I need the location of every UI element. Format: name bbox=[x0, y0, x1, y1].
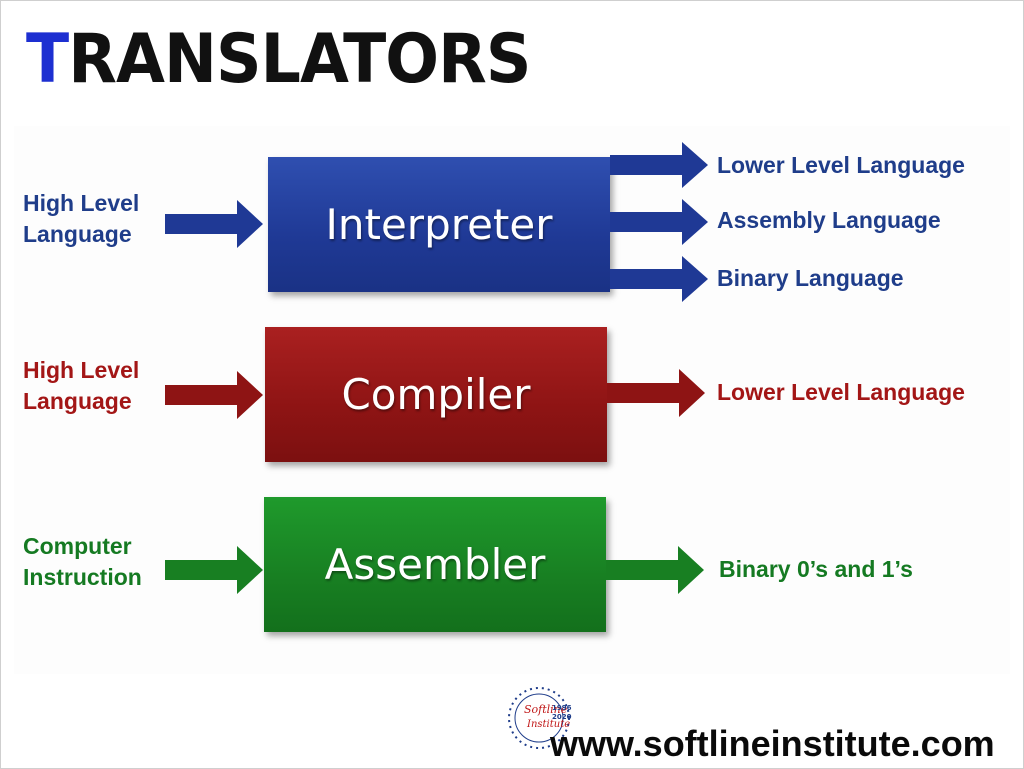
interpreter-input-line-2: Language bbox=[23, 221, 132, 247]
svg-text:Softline: Softline bbox=[524, 703, 568, 716]
assembler-box: Assembler bbox=[264, 497, 606, 632]
svg-text:Institute: Institute bbox=[526, 719, 570, 730]
interpreter-output-arrow-2 bbox=[610, 199, 708, 245]
interpreter-output-3: Binary Language bbox=[717, 265, 904, 291]
interpreter-label: Interpreter bbox=[325, 200, 553, 249]
compiler-output-arrow bbox=[607, 369, 705, 417]
interpreter-input-line-1: High Level bbox=[23, 190, 140, 216]
interpreter-input-label: High Level Language bbox=[23, 188, 139, 250]
interpreter-output-arrow-3 bbox=[610, 256, 708, 302]
assembler-input-arrow bbox=[165, 546, 263, 594]
compiler-output-1: Lower Level Language bbox=[717, 379, 965, 405]
assembler-input-line-1: Computer bbox=[23, 533, 132, 559]
compiler-input-label: High Level Language bbox=[23, 355, 139, 417]
title-first-letter: T bbox=[26, 20, 69, 99]
compiler-box: Compiler bbox=[265, 327, 607, 462]
compiler-input-arrow bbox=[165, 371, 263, 419]
interpreter-output-1: Lower Level Language bbox=[717, 152, 965, 178]
website-url: www.softlineinstitute.com bbox=[550, 723, 995, 764]
slide-title: TRANSLATORS bbox=[26, 18, 531, 102]
svg-text:2020: 2020 bbox=[552, 713, 572, 721]
compiler-label: Compiler bbox=[341, 370, 531, 419]
assembler-output-1: Binary 0’s and 1’s bbox=[719, 556, 913, 582]
softline-logo: Softline Institute 1996 2020 bbox=[508, 687, 572, 749]
assembler-output-arrow bbox=[606, 546, 704, 594]
interpreter-box: Interpreter bbox=[268, 157, 610, 292]
assembler-label: Assembler bbox=[324, 540, 546, 589]
interpreter-output-2: Assembly Language bbox=[717, 207, 941, 233]
compiler-input-line-1: High Level bbox=[23, 357, 140, 383]
assembler-input-line-2: Instruction bbox=[23, 564, 142, 590]
assembler-input-label: Computer Instruction bbox=[23, 531, 142, 593]
interpreter-output-arrow-1 bbox=[610, 142, 708, 188]
compiler-input-line-2: Language bbox=[23, 388, 132, 414]
interpreter-input-arrow bbox=[165, 200, 263, 248]
title-rest: RANSLATORS bbox=[68, 20, 531, 99]
svg-text:1996: 1996 bbox=[552, 704, 572, 712]
